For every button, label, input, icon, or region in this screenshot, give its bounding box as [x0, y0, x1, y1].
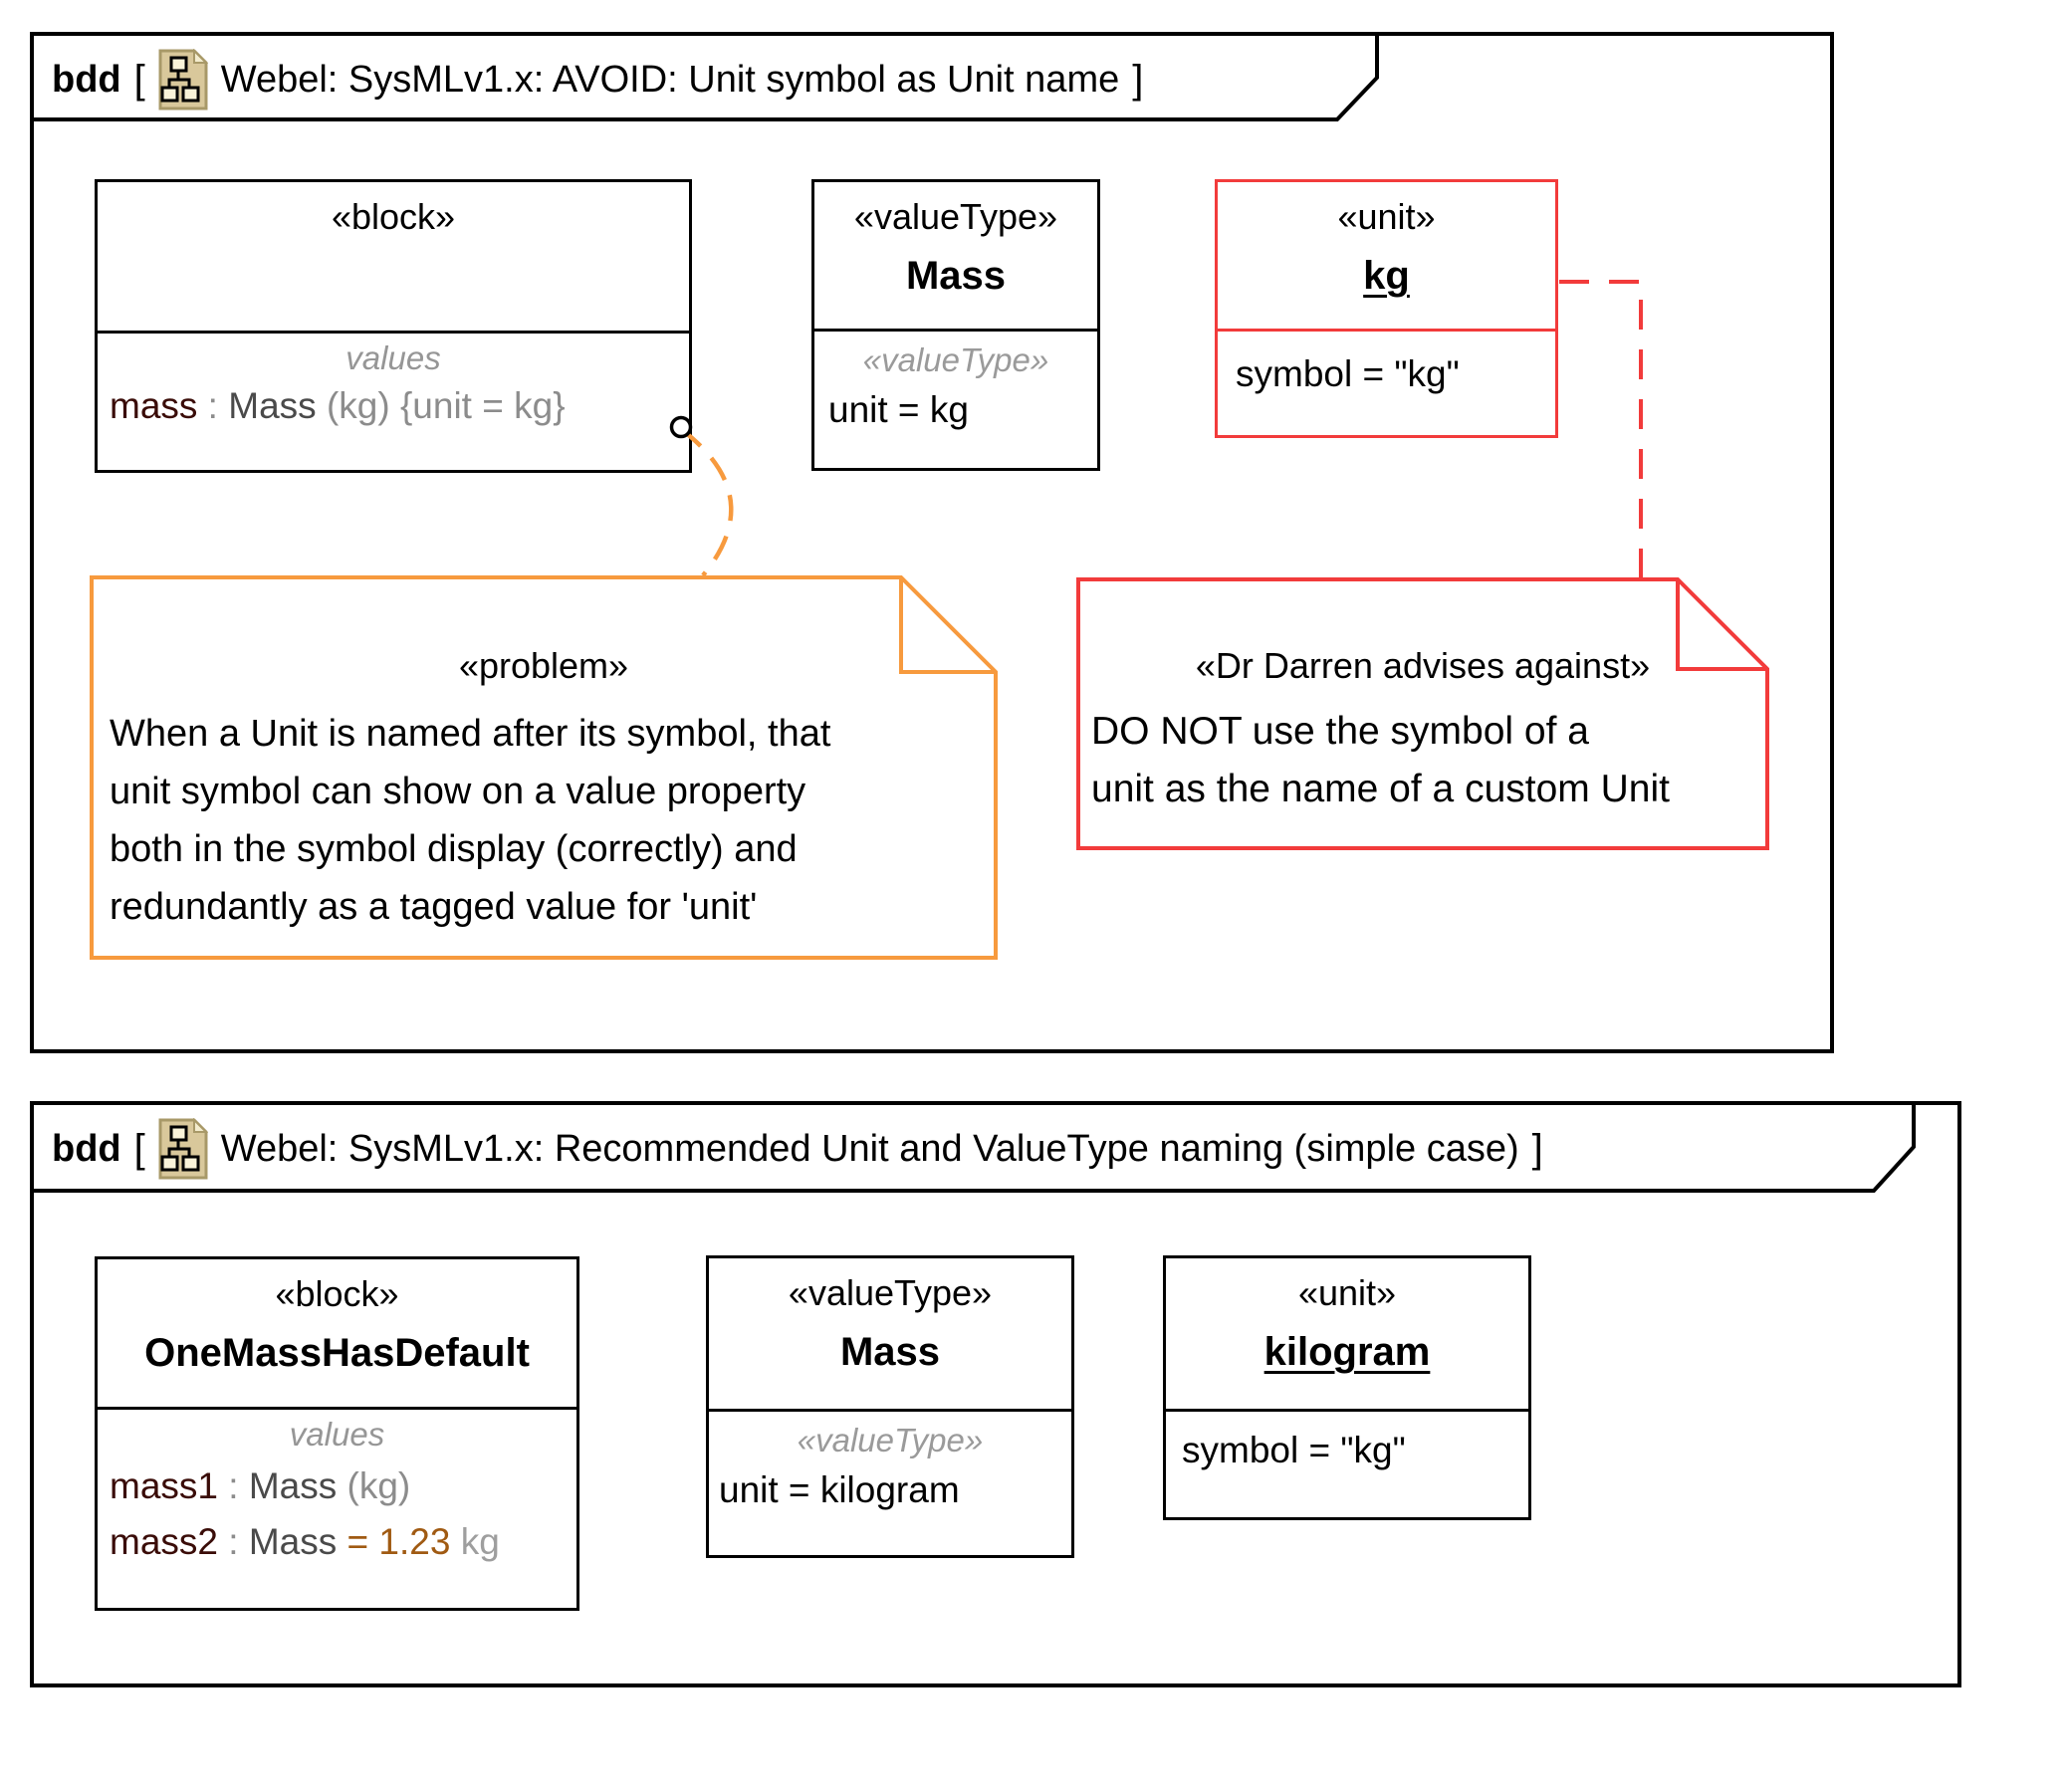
valuetype-node-mass[interactable]: «valueType» Mass «valueType» unit = kg [811, 179, 1100, 471]
compartment-stereotype: «valueType» [797, 1422, 984, 1458]
colon-separator: : [217, 1465, 249, 1506]
stereotype-label: «valueType» [788, 1272, 993, 1313]
property-name: mass [110, 385, 198, 426]
open-bracket: [ [133, 1126, 145, 1171]
note-line: DO NOT use the symbol of a [1091, 710, 1589, 753]
node-name: OneMassHasDefault [144, 1331, 530, 1375]
valuetype-compartment: «valueType» unit = kg [814, 329, 1097, 468]
problem-note-stereotype: «problem» [458, 645, 629, 686]
stereotype-label: «valueType» [853, 196, 1058, 237]
stereotype-label: «block» [275, 1273, 399, 1314]
unit-compartment: symbol = "kg" [1218, 329, 1555, 435]
node-header: «unit» kilogram [1166, 1258, 1528, 1409]
node-name: Mass [839, 1330, 941, 1374]
tagged-value: {unit = kg} [399, 385, 566, 426]
note-line: both in the symbol display (correctly) a… [110, 828, 798, 870]
colon-separator: : [217, 1521, 249, 1562]
compartment-label: values [345, 339, 441, 376]
frame-kind-label: bdd [52, 58, 121, 101]
value-property-line: mass2 : Mass = 1.23 kg [98, 1521, 576, 1563]
value-property-line: mass1 : Mass (kg) [98, 1465, 576, 1507]
frame-title: Webel: SysMLv1.x: Recommended Unit and V… [220, 1127, 1519, 1170]
property-type: Mass [248, 1521, 347, 1562]
frame-title-tab-top [30, 32, 1379, 121]
value-property-line: mass : Mass (kg) {unit = kg} [98, 385, 689, 427]
valuetype-node-mass[interactable]: «valueType» Mass «valueType» unit = kilo… [706, 1255, 1074, 1558]
property-type: Mass [228, 385, 327, 426]
unit-suffix: (kg) [346, 1465, 411, 1506]
stereotype-label: «block» [331, 196, 456, 237]
close-bracket: ] [1531, 1126, 1543, 1171]
values-compartment: values mass1 : Mass (kg) mass2 : Mass = … [98, 1407, 576, 1608]
frame-header-top: bdd [ Webel: SysMLv1.x: AVOID: Unit symb… [52, 44, 1143, 115]
problem-note[interactable] [90, 575, 998, 960]
default-value: = 1.23 [346, 1521, 451, 1562]
frame-title-tab-bottom [30, 1101, 1916, 1193]
note-line: unit as the name of a custom Unit [1091, 768, 1670, 810]
node-header: «block» OneMassHasDefault [98, 1259, 576, 1407]
bdd-diagram-icon [158, 49, 208, 111]
close-bracket: ] [1132, 57, 1144, 102]
unit-suffix: kg [450, 1521, 500, 1562]
unit-node-kg[interactable]: «unit» kg symbol = "kg" [1215, 179, 1558, 438]
symbol-assignment: symbol = "kg" [1236, 353, 1460, 394]
frame-kind-label: bdd [52, 1127, 121, 1170]
property-name: mass2 [110, 1521, 218, 1562]
unit-assignment: unit = kilogram [719, 1469, 960, 1510]
valuetype-compartment: «valueType» unit = kilogram [709, 1409, 1071, 1555]
unit-compartment: symbol = "kg" [1166, 1409, 1528, 1517]
colon-separator: : [197, 385, 229, 426]
unit-node-kilogram[interactable]: «unit» kilogram symbol = "kg" [1163, 1255, 1531, 1520]
unit-suffix: (kg) [326, 385, 400, 426]
node-name: Mass [905, 254, 1007, 298]
stereotype-label: «unit» [1337, 196, 1436, 237]
problem-note-fold-icon [899, 577, 996, 674]
node-header: «valueType» Mass [709, 1258, 1071, 1409]
node-name: kilogram [1263, 1330, 1431, 1374]
note-line: When a Unit is named after its symbol, t… [110, 713, 831, 755]
problem-note-body: When a Unit is named after its symbol, t… [110, 705, 830, 936]
compartment-label: values [289, 1416, 385, 1453]
unit-assignment: unit = kg [828, 389, 969, 430]
values-compartment: values mass : Mass (kg) {unit = kg} [98, 331, 689, 470]
frame-header-bottom: bdd [ Webel: SysMLv1.x: Recommended Unit… [52, 1113, 1543, 1185]
block-node-anonymous[interactable]: «block» values mass : Mass (kg) {unit = … [95, 179, 692, 473]
frame-title: Webel: SysMLv1.x: AVOID: Unit symbol as … [220, 58, 1120, 101]
note-line: unit symbol can show on a value property [110, 771, 806, 812]
block-node-onemasshasdefault[interactable]: «block» OneMassHasDefault values mass1 :… [95, 1256, 579, 1611]
node-header: «unit» kg [1218, 182, 1555, 329]
symbol-assignment: symbol = "kg" [1182, 1430, 1406, 1470]
advice-note-stereotype: «Dr Darren advises against» [1195, 645, 1651, 686]
property-name: mass1 [110, 1465, 218, 1506]
note-line: redundantly as a tagged value for 'unit' [110, 886, 758, 928]
property-type: Mass [248, 1465, 347, 1506]
compartment-stereotype: «valueType» [862, 341, 1049, 378]
advice-note-body: DO NOT use the symbol of a unit as the n… [1091, 703, 1670, 818]
advice-note[interactable] [1076, 577, 1769, 850]
advice-note-fold-icon [1676, 579, 1767, 671]
open-bracket: [ [133, 57, 145, 102]
node-name: kg [1363, 254, 1410, 298]
stereotype-label: «unit» [1297, 1272, 1397, 1313]
bdd-diagram-icon [158, 1118, 208, 1180]
node-header: «valueType» Mass [814, 182, 1097, 329]
node-header: «block» [98, 182, 689, 331]
